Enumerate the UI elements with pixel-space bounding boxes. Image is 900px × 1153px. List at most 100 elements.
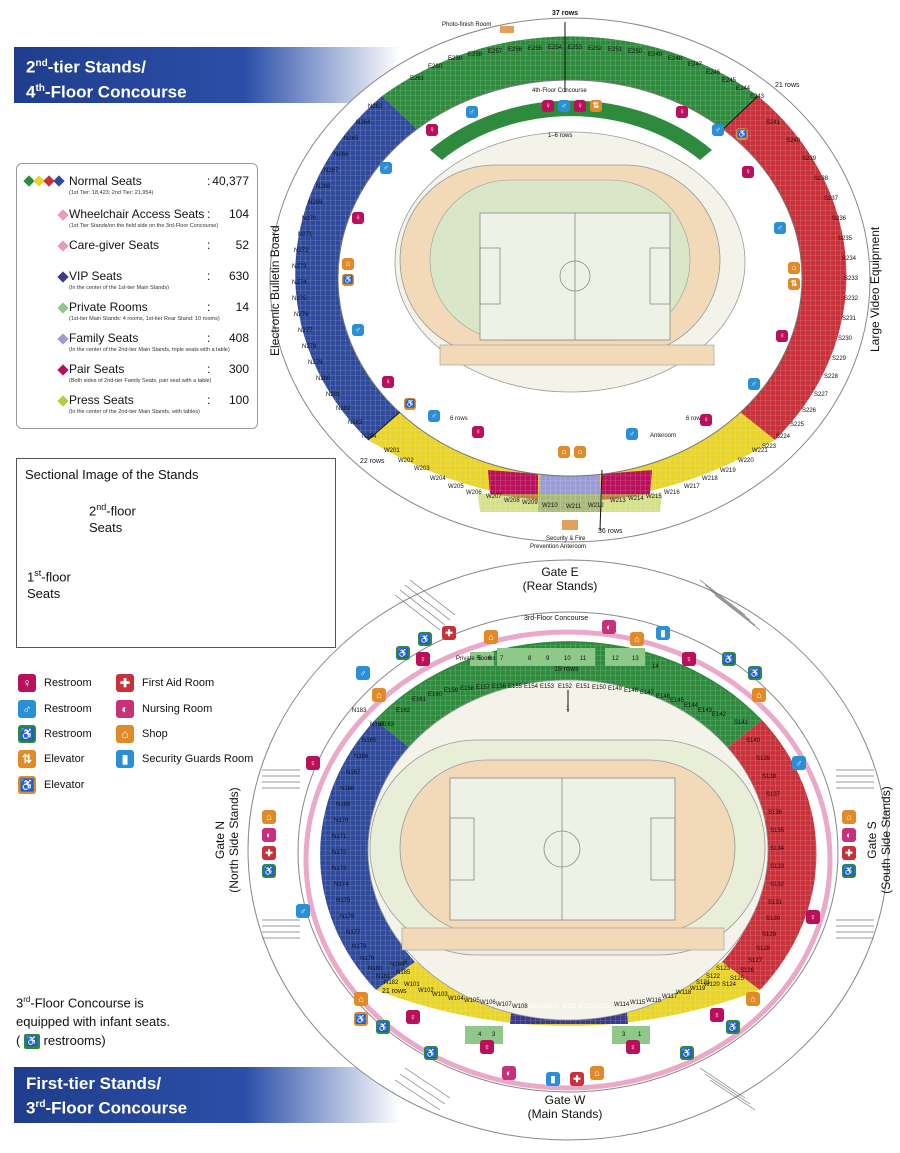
restroom-icon[interactable]: ♀ <box>742 166 754 178</box>
section-label[interactable]: E259 <box>448 56 463 62</box>
section-label[interactable]: S129 <box>762 932 777 938</box>
section-label[interactable]: N273 <box>292 264 307 270</box>
section-label[interactable]: S235 <box>838 236 853 242</box>
section-label[interactable]: W217 <box>684 484 700 490</box>
section-label[interactable]: N267 <box>324 168 339 174</box>
section-label[interactable]: W112 <box>578 1004 594 1010</box>
section-label[interactable]: E243 <box>750 94 765 100</box>
restroom-icon[interactable]: ♀ <box>542 100 554 112</box>
section-label[interactable]: W213 <box>610 498 626 504</box>
restroom-icon[interactable]: ♀ <box>416 652 430 666</box>
section-label[interactable]: W205 <box>448 484 464 490</box>
section-label[interactable]: N264 <box>356 120 371 126</box>
section-label[interactable]: E147 <box>640 690 655 696</box>
section-label[interactable]: W108 <box>512 1004 528 1010</box>
first-aid-icon[interactable]: ✚ <box>262 846 276 860</box>
nursing-icon[interactable]: ◐ <box>602 620 616 634</box>
section-label[interactable]: E248 <box>668 56 683 62</box>
section-label[interactable]: S127 <box>748 958 763 964</box>
section-label[interactable]: S230 <box>838 336 853 342</box>
section-label[interactable]: S123 <box>716 966 731 972</box>
section-label[interactable]: S233 <box>844 276 859 282</box>
accessible-restroom-icon[interactable]: ♿ <box>424 1046 438 1060</box>
section-label[interactable]: E154 <box>524 684 539 690</box>
shop-icon[interactable]: ⌂ <box>746 992 760 1006</box>
section-label[interactable]: S133 <box>770 864 785 870</box>
restroom-icon[interactable]: ♀ <box>382 376 394 388</box>
accessible-restroom-icon[interactable]: ♿ <box>418 632 432 646</box>
section-label[interactable]: E260 <box>428 64 443 70</box>
section-label[interactable]: S224 <box>776 434 791 440</box>
section-label[interactable]: W120 <box>704 982 720 988</box>
accessible-elevator-icon[interactable]: ♿ <box>354 1012 368 1026</box>
first-aid-icon[interactable]: ✚ <box>442 626 456 640</box>
section-label[interactable]: E152 <box>558 684 573 690</box>
restroom-icon[interactable]: ♀ <box>626 1040 640 1054</box>
section-label[interactable]: N279 <box>308 360 323 366</box>
section-label[interactable]: W106 <box>480 1000 496 1006</box>
shop-icon[interactable]: ⌂ <box>484 630 498 644</box>
section-label[interactable]: E151 <box>576 684 591 690</box>
accessible-restroom-icon[interactable]: ♿ <box>722 652 736 666</box>
accessible-elevator-icon[interactable]: ♿ <box>736 128 748 140</box>
section-label[interactable]: E258 <box>468 52 483 58</box>
section-label[interactable]: N280 <box>316 376 331 382</box>
section-label[interactable]: W116 <box>646 998 662 1004</box>
section-label[interactable]: E155 <box>508 684 523 690</box>
accessible-restroom-icon[interactable]: ♿ <box>262 864 276 878</box>
restroom-icon[interactable]: ♂ <box>774 222 786 234</box>
section-label[interactable]: N272 <box>294 248 309 254</box>
restroom-icon[interactable]: ♂ <box>352 324 364 336</box>
restroom-icon[interactable]: ♂ <box>356 666 370 680</box>
section-label[interactable]: S122 <box>706 974 721 980</box>
accessible-restroom-icon[interactable]: ♿ <box>842 864 856 878</box>
accessible-elevator-icon[interactable]: ♿ <box>404 398 416 410</box>
section-label[interactable]: N169 <box>336 802 351 808</box>
shop-icon[interactable]: ⌂ <box>558 446 570 458</box>
restroom-icon[interactable]: ♀ <box>406 1010 420 1024</box>
section-label[interactable]: E149 <box>608 686 623 692</box>
section-label[interactable]: N174 <box>334 882 349 888</box>
section-label[interactable]: S134 <box>770 846 785 852</box>
restroom-icon[interactable]: ♂ <box>712 124 724 136</box>
section-label[interactable]: S128 <box>756 946 771 952</box>
security-guard-icon[interactable]: ▮ <box>656 626 670 640</box>
restroom-icon[interactable]: ♀ <box>682 652 696 666</box>
section-label[interactable]: E157 <box>476 685 491 691</box>
section-label[interactable]: S140 <box>746 738 761 744</box>
section-label[interactable]: N177 <box>346 930 361 936</box>
section-label[interactable]: N275 <box>292 296 307 302</box>
section-label[interactable]: W202 <box>398 458 414 464</box>
section-label[interactable]: W101 <box>404 982 420 988</box>
section-label[interactable]: S228 <box>824 374 839 380</box>
section-label[interactable]: N270 <box>302 216 317 222</box>
section-label[interactable]: E146 <box>656 694 671 700</box>
section-label[interactable]: E159 <box>444 688 459 694</box>
section-label[interactable]: N263 <box>368 104 383 110</box>
section-label[interactable]: W215 <box>646 494 662 500</box>
section-label[interactable]: N180 <box>368 966 383 972</box>
section-label[interactable]: W207 <box>486 494 502 500</box>
restroom-icon[interactable]: ♂ <box>428 410 440 422</box>
section-label[interactable]: S240 <box>786 138 801 144</box>
restroom-icon[interactable]: ♀ <box>352 212 364 224</box>
section-label[interactable]: S132 <box>770 882 785 888</box>
nursing-icon[interactable]: ◐ <box>502 1066 516 1080</box>
section-label[interactable]: E161 <box>412 697 427 703</box>
section-label[interactable]: N179 <box>360 956 375 962</box>
shop-icon[interactable]: ⌂ <box>590 1066 604 1080</box>
section-label[interactable]: N172 <box>332 850 347 856</box>
section-label[interactable]: N284 <box>362 434 377 440</box>
section-label[interactable]: E252 <box>588 46 603 52</box>
section-label[interactable]: S125 <box>730 976 745 982</box>
section-label[interactable]: N271 <box>298 232 313 238</box>
section-label[interactable]: W117 <box>662 994 678 1000</box>
restroom-icon[interactable]: ♀ <box>776 330 788 342</box>
section-label[interactable]: E145 <box>670 698 685 704</box>
section-label[interactable]: W114 <box>614 1002 630 1008</box>
section-label[interactable]: E160 <box>428 692 443 698</box>
section-label[interactable]: E245 <box>722 78 737 84</box>
section-label[interactable]: S138 <box>762 774 777 780</box>
section-label[interactable]: N181 <box>376 974 391 980</box>
section-label[interactable]: N170 <box>334 818 349 824</box>
